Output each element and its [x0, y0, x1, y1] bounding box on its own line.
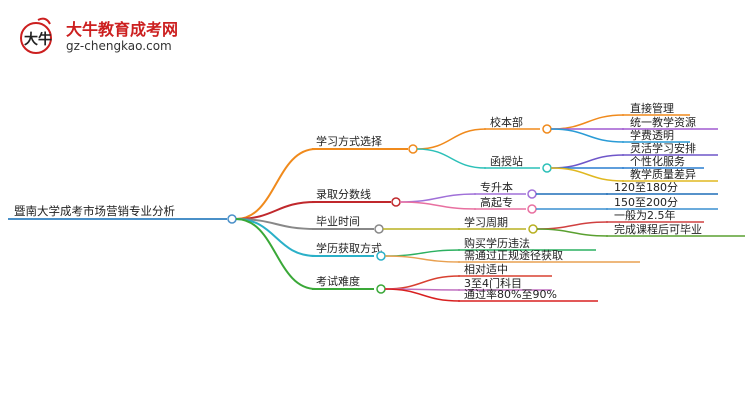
topic-node-2-1[interactable]: [527, 189, 537, 199]
branch-node-2[interactable]: [391, 197, 401, 207]
topic-node-2-2[interactable]: [527, 204, 537, 214]
logo-title: 大牛教育成考网: [66, 20, 179, 39]
leaf-1-2-3[interactable]: 教学质量差异: [630, 167, 696, 181]
leaf-1-1-2[interactable]: 统一教学资源: [630, 115, 696, 129]
leaf-1-1-1[interactable]: 直接管理: [630, 101, 674, 115]
topic-5-3[interactable]: 通过率80%至90%: [464, 287, 557, 301]
topic-4-1[interactable]: 购买学历违法: [464, 236, 530, 250]
branch-5[interactable]: 考试难度: [316, 274, 360, 288]
topic-node-1-1[interactable]: [542, 124, 552, 134]
leaf-3-1-1[interactable]: 一般为2.5年: [614, 208, 676, 222]
leaf-1-1-3[interactable]: 学费透明: [630, 128, 674, 142]
logo-mark-text: 大牛: [24, 31, 52, 48]
topic-5-2[interactable]: 3至4门科目: [464, 276, 522, 290]
topic-1-2[interactable]: 函授站: [490, 154, 523, 168]
topic-2-1[interactable]: 专升本: [480, 180, 513, 194]
bull-logo-icon: 大牛: [20, 17, 52, 54]
branch-node-5[interactable]: [376, 284, 386, 294]
branch-4[interactable]: 学历获取方式: [316, 241, 382, 255]
root-topic[interactable]: 暨南大学成考市场营销专业分析: [14, 204, 175, 218]
root-node[interactable]: [227, 214, 237, 224]
logo-url: gz-chengkao.com: [66, 39, 172, 53]
topic-4-2[interactable]: 需通过正规途径获取: [464, 248, 563, 262]
topic-1-1[interactable]: 校本部: [490, 115, 523, 129]
topic-5-1[interactable]: 相对适中: [464, 262, 508, 276]
topic-node-1-2[interactable]: [542, 163, 552, 173]
branch-node-1[interactable]: [408, 144, 418, 154]
branch-node-3[interactable]: [374, 224, 384, 234]
branch-node-4[interactable]: [376, 251, 386, 261]
branch-1[interactable]: 学习方式选择: [316, 134, 382, 148]
leaf-1-2-1[interactable]: 灵活学习安排: [630, 141, 696, 155]
branch-3[interactable]: 毕业时间: [316, 215, 360, 228]
topic-node-3-1[interactable]: [528, 224, 538, 234]
leaf-1-2-2[interactable]: 个性化服务: [630, 154, 685, 168]
leaf-3-1-2[interactable]: 完成课程后可毕业: [614, 222, 702, 236]
leaf-2-2-1[interactable]: 150至200分: [614, 196, 678, 209]
topic-3-1[interactable]: 学习周期: [464, 215, 508, 229]
branch-2[interactable]: 录取分数线: [316, 187, 371, 201]
topic-2-2[interactable]: 高起专: [480, 195, 513, 209]
site-logo[interactable]: 大牛 大牛教育成考网 gz-chengkao.com: [14, 14, 204, 58]
leaf-2-1-1[interactable]: 120至180分: [614, 181, 678, 194]
